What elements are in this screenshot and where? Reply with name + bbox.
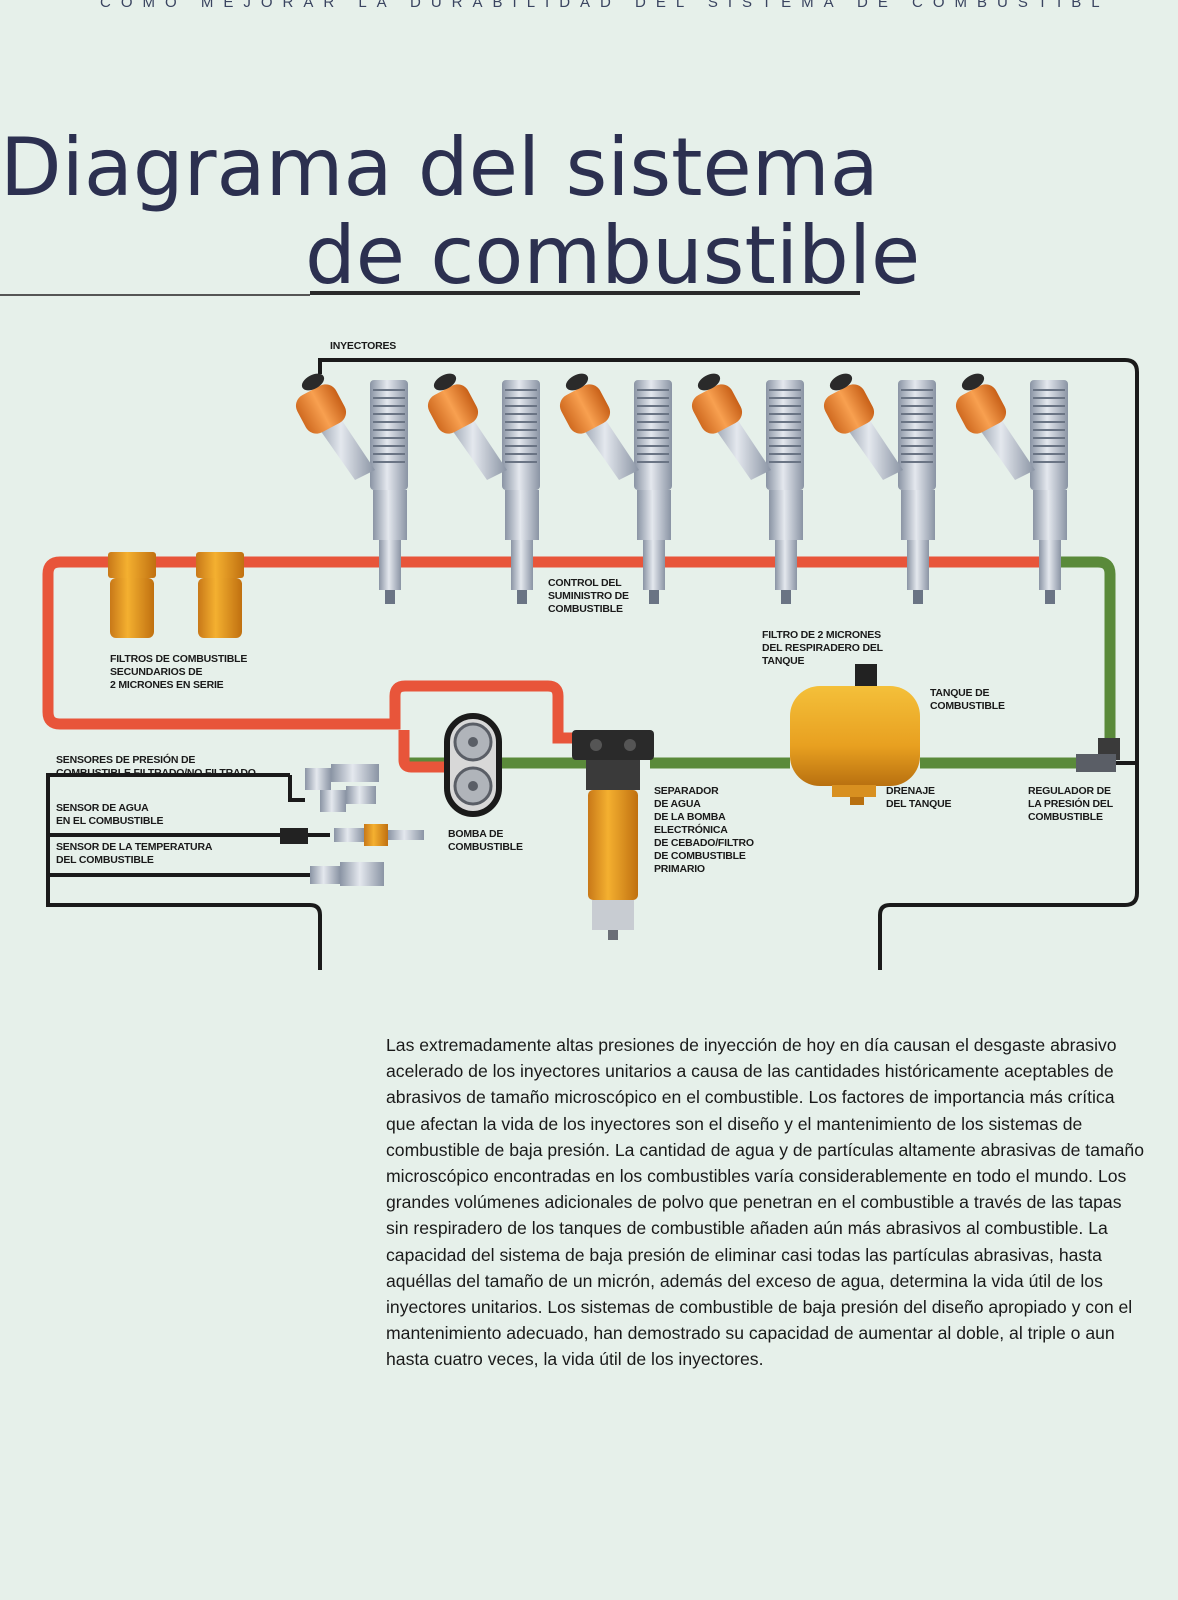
fuel-system-diagram: INYECTORES CONTROL DEL SUMINISTRO DE COM… — [0, 330, 1178, 990]
injector-4 — [691, 373, 804, 604]
label-fuel-tank: TANQUE DE COMBUSTIBLE — [930, 687, 1005, 712]
pressure-regulator — [1076, 738, 1120, 772]
label-pressure-sensors: SENSORES DE PRESIÓN DE COMBUSTIBLE FILTR… — [56, 754, 256, 779]
body-paragraph: Las extremadamente altas presiones de in… — [386, 1035, 1144, 1370]
label-water-separator: SEPARADOR DE AGUA DE LA BOMBA ELECTRÓNIC… — [654, 785, 754, 875]
label-pressure-regulator: REGULADOR DE LA PRESIÓN DEL COMBUSTIBLE — [1028, 785, 1113, 823]
injector-6 — [955, 373, 1068, 604]
label-tank-drain: DRENAJE DEL TANQUE — [886, 785, 952, 810]
title-line-2: de combustible — [305, 209, 921, 302]
label-temperature-sensor: SENSOR DE LA TEMPERATURA DEL COMBUSTIBLE — [56, 841, 213, 866]
label-breather-filter: FILTRO DE 2 MICRONES DEL RESPIRADERO DEL… — [762, 629, 883, 667]
diagram-drawing — [42, 358, 1139, 970]
running-head: COMO MEJORAR LA DURABILIDAD DEL SISTEMA … — [100, 0, 1100, 11]
title-rule-thin — [0, 294, 310, 296]
label-secondary-filters: FILTROS DE COMBUSTIBLE SECUNDARIOS DE 2 … — [110, 653, 248, 691]
injector-row — [295, 373, 1068, 604]
supply-line — [42, 556, 1060, 773]
label-fuel-pump: BOMBA DE COMBUSTIBLE — [448, 828, 523, 853]
injector-3 — [559, 373, 672, 604]
water-sensor — [280, 824, 424, 846]
injector-2 — [427, 373, 540, 604]
label-water-sensor: SENSOR DE AGUA EN EL COMBUSTIBLE — [56, 802, 164, 827]
label-supply-control: CONTROL DEL SUMINISTRO DE COMBUSTIBLE — [548, 577, 629, 615]
label-injectors: INYECTORES — [330, 340, 397, 352]
page-title: Diagrama del sistema de combustible — [0, 124, 920, 300]
title-line-1: Diagrama del sistema — [0, 121, 879, 214]
title-rule-thick — [310, 291, 860, 295]
water-separator — [572, 730, 654, 940]
secondary-filters — [108, 552, 244, 638]
pressure-sensors — [305, 764, 379, 812]
fuel-pump — [444, 713, 502, 817]
injector-5 — [823, 373, 936, 604]
return-line — [405, 556, 1116, 769]
fuel-tank — [790, 664, 920, 805]
injector-1 — [295, 373, 408, 604]
temperature-sensor — [310, 862, 384, 886]
